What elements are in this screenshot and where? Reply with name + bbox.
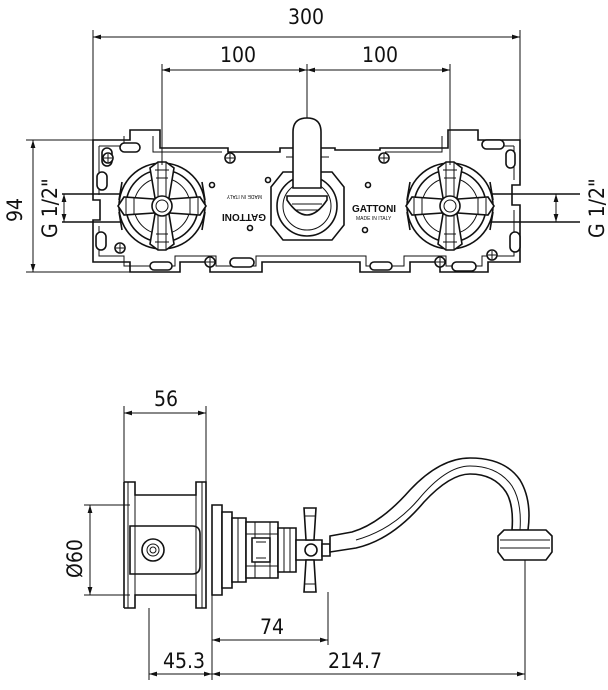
- slot-hole: [509, 231, 521, 253]
- slot-hole: [369, 261, 393, 271]
- dimensions-front: 300 100 100 94 G 1/2" G 1/2": [3, 5, 608, 273]
- mounting-plate: [92, 129, 521, 273]
- made-in-label: MADE IN ITALY: [356, 216, 392, 222]
- valve-stem-icon: [141, 538, 165, 562]
- dim-thread-right: G 1/2": [585, 178, 608, 238]
- slot-hole: [119, 142, 141, 153]
- slot-hole: [95, 231, 107, 251]
- dim-spout-reach: 214.7: [328, 649, 382, 673]
- aerator: [497, 529, 553, 561]
- side-view: [123, 457, 553, 609]
- dim-diameter: Ø60: [63, 539, 87, 578]
- dim-height: 94: [3, 198, 27, 222]
- dimensions-side: 56 Ø60 74 45.3 214.7: [63, 387, 526, 680]
- left-cross-handle: [117, 161, 207, 251]
- dim-wall-offset: 45.3: [163, 649, 205, 673]
- left-pipe: [62, 193, 120, 223]
- dim-handle-offset: 74: [260, 615, 284, 639]
- dim-right-spacing: 100: [362, 43, 398, 67]
- brand-label-mirrored: GATTONI: [222, 211, 266, 222]
- slot-hole: [481, 139, 505, 150]
- brand-label: GATTONI: [352, 204, 396, 215]
- right-pipe: [492, 193, 580, 223]
- center-diverter: [270, 117, 345, 241]
- dim-body-depth: 56: [154, 387, 178, 411]
- dim-left-spacing: 100: [220, 43, 256, 67]
- slot-hole: [505, 149, 516, 169]
- dim-thread-left: G 1/2": [38, 178, 62, 238]
- right-cross-handle: [405, 161, 495, 251]
- dim-overall-width: 300: [288, 5, 324, 29]
- front-view: GATTONI MADE IN ITALY GATTONI MADE IN IT…: [62, 117, 580, 273]
- slot-hole: [149, 261, 173, 271]
- slot-hole: [451, 261, 477, 272]
- screw-icon: [102, 152, 498, 268]
- slot-hole: [96, 171, 108, 191]
- slot-hole: [229, 257, 255, 268]
- valve-body-side: [129, 525, 201, 575]
- made-in-label-mirrored: MADE IN ITALY: [226, 193, 262, 199]
